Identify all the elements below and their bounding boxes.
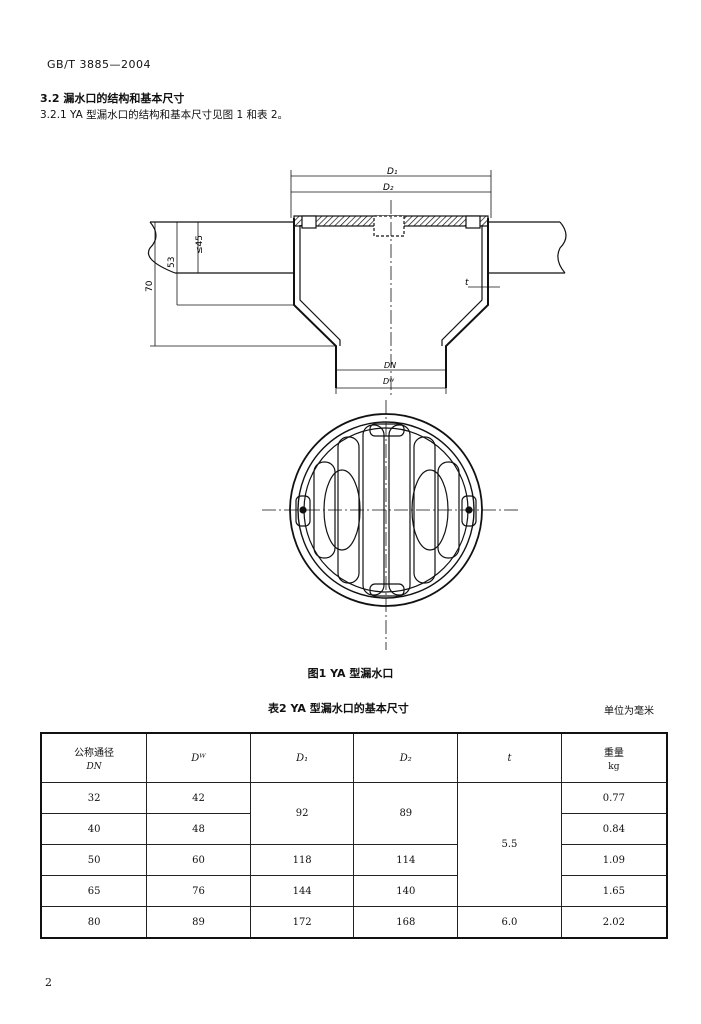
dim-t-label: t xyxy=(465,278,469,288)
table-caption: 表2 YA 型漏水口的基本尺寸 xyxy=(268,702,409,715)
dim-dw-label: Dᵂ xyxy=(383,377,395,386)
cell-dw: 42 xyxy=(146,782,251,814)
cell-dn: 80 xyxy=(40,906,148,939)
cell-d2: 168 xyxy=(353,906,459,939)
cell-t-merged: 5.5 xyxy=(457,782,562,907)
header-t: t xyxy=(457,732,562,783)
section-heading: 3.2 漏水口的结构和基本尺寸 xyxy=(40,92,185,105)
page-number: 2 xyxy=(45,976,52,989)
header-d2: D₂ xyxy=(353,732,459,783)
section-body: 3.2.1 YA 型漏水口的结构和基本尺寸见图 1 和表 2。 xyxy=(40,109,289,121)
plan-view xyxy=(262,400,520,650)
header-d1: D₁ xyxy=(249,732,355,783)
cell-dw: 48 xyxy=(146,813,251,845)
section-view xyxy=(147,170,567,395)
standard-code: GB/T 3885—2004 xyxy=(47,58,151,71)
table-row: 80 89 172 168 6.0 2.02 xyxy=(40,906,668,939)
cell-d2-merged: 89 xyxy=(353,782,459,845)
table-row: 65 76 144 140 1.65 xyxy=(40,875,668,907)
table-row: 32 42 92 89 5.5 0.77 xyxy=(40,782,668,907)
cell-d2: 140 xyxy=(353,875,459,907)
unit-note: 单位为毫米 xyxy=(604,706,654,717)
cell-d1: 118 xyxy=(249,844,355,876)
table-row: 50 60 118 114 1.09 xyxy=(40,844,668,876)
cell-d1-merged: 92 xyxy=(249,782,355,845)
cell-dn: 32 xyxy=(40,782,148,814)
dim-d2-label: D₂ xyxy=(383,183,394,193)
cell-dw: 76 xyxy=(146,875,251,907)
cell-mass: 2.02 xyxy=(560,906,668,939)
dim-d1-label: D₁ xyxy=(387,167,398,177)
cell-dn: 50 xyxy=(40,844,148,876)
figure-caption: 图1 YA 型漏水口 xyxy=(307,667,394,680)
dim-45-label: ≤45 xyxy=(195,235,205,254)
cell-dn: 40 xyxy=(40,813,148,845)
cell-dn: 65 xyxy=(40,875,148,907)
cell-dw: 89 xyxy=(146,906,251,939)
cell-dw: 60 xyxy=(146,844,251,876)
cell-mass: 0.77 xyxy=(560,782,668,814)
cell-d2: 114 xyxy=(353,844,459,876)
drain-outlet-figure: D₁ D₂ 70 53 ≤45 t DN Dᵂ xyxy=(145,167,567,650)
cell-mass: 1.65 xyxy=(560,875,668,907)
dim-53-label: 53 xyxy=(167,257,177,268)
cell-mass: 0.84 xyxy=(560,813,668,845)
header-dw: Dᵂ xyxy=(146,732,251,783)
dim-dn-label: DN xyxy=(384,361,396,370)
cell-mass: 1.09 xyxy=(560,844,668,876)
dim-70-label: 70 xyxy=(145,280,155,292)
cell-d1: 144 xyxy=(249,875,355,907)
cell-t: 6.0 xyxy=(457,906,562,939)
cell-d1: 172 xyxy=(249,906,355,939)
